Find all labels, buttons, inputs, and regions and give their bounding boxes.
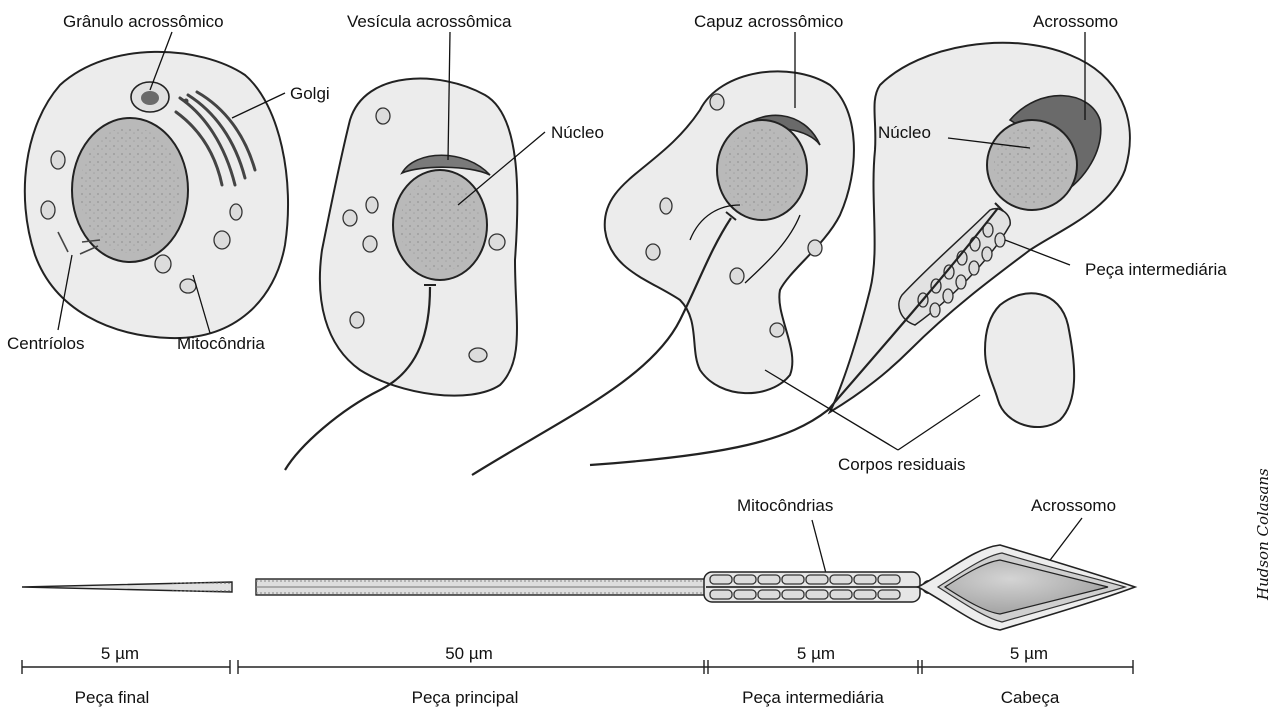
scale-length-head: 5 µm xyxy=(1010,644,1048,663)
segment-midpiece: Peça intermediária xyxy=(742,688,884,707)
label-nucleus-1: Núcleo xyxy=(551,123,604,142)
label-acrosomal-granule: Grânulo acrossômico xyxy=(63,12,224,31)
segment-head: Cabeça xyxy=(1001,688,1060,707)
label-mitochondrion: Mitocôndria xyxy=(177,334,265,353)
label-acrosomal-vesicle: Vesícula acrossômica xyxy=(347,12,512,31)
scale-bar xyxy=(22,660,1133,674)
label-midpiece-top: Peça intermediária xyxy=(1085,260,1227,279)
label-centrioles: Centríolos xyxy=(7,334,84,353)
scale-length-principal-piece: 50 µm xyxy=(445,644,493,663)
label-nucleus-2: Núcleo xyxy=(878,123,931,142)
spermatid-acrosomal-cap xyxy=(472,71,854,475)
residual-body xyxy=(985,293,1074,427)
label-acrosomal-cap: Capuz acrossômico xyxy=(694,12,843,31)
mature-spermatozoon xyxy=(22,545,1135,630)
spermatid-acrosomal-vesicle xyxy=(285,79,517,470)
label-mitochondria-bottom: Mitocôndrias xyxy=(737,496,833,515)
scale-length-midpiece: 5 µm xyxy=(797,644,835,663)
segment-principal-piece: Peça principal xyxy=(412,688,519,707)
scale-length-end-piece: 5 µm xyxy=(101,644,139,663)
artist-signature: Hudson Colasans xyxy=(1254,468,1272,601)
label-acrosome-1: Acrossomo xyxy=(1033,12,1118,31)
label-residual-bodies: Corpos residuais xyxy=(838,455,966,474)
label-acrosome-2: Acrossomo xyxy=(1031,496,1116,515)
segment-end-piece: Peça final xyxy=(75,688,150,707)
label-golgi: Golgi xyxy=(290,84,330,103)
